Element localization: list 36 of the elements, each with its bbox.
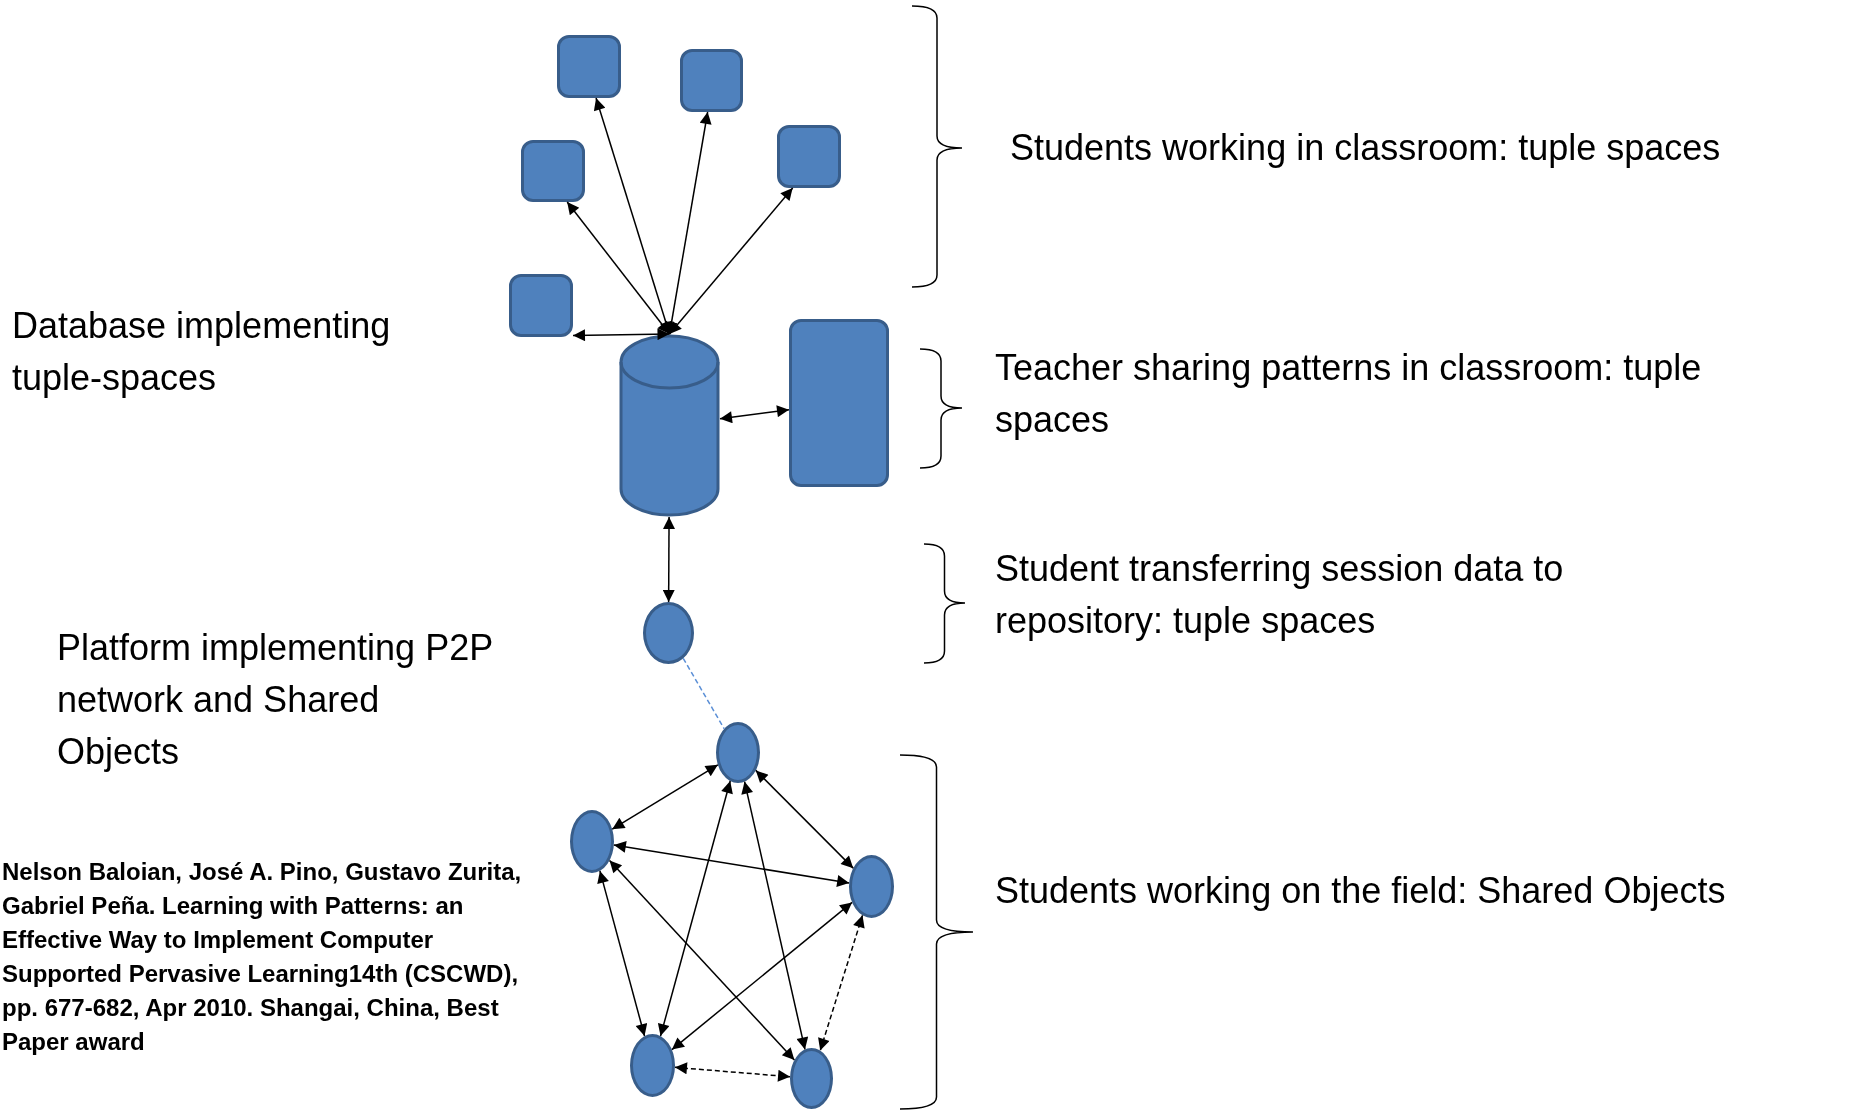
arrow <box>741 780 809 1051</box>
arrow <box>608 859 796 1061</box>
circle-node <box>790 1048 833 1109</box>
rounded-box <box>521 140 585 202</box>
arrow <box>597 870 648 1037</box>
arrow <box>611 764 719 830</box>
annotation-text: Student transferring session data to repository: tuple spaces <box>995 547 1565 643</box>
rounded-box <box>789 319 889 487</box>
rounded-box <box>680 49 743 112</box>
circle-node <box>630 1034 675 1097</box>
circle-node <box>643 602 694 664</box>
arrow <box>755 769 854 869</box>
rounded-box <box>557 35 621 98</box>
annotation-text: Students working on the field: Shared Objects <box>995 869 1727 913</box>
arrow <box>668 187 794 335</box>
annotation-text: Students working in classroom: tuple spaces <box>1010 126 1722 170</box>
arrow <box>665 111 712 335</box>
arrow <box>613 841 850 887</box>
arrow <box>671 901 853 1051</box>
circle-node <box>849 855 894 918</box>
arrow <box>674 1062 791 1082</box>
annotation-text: Platform implementing P2P network and Shared Objects <box>57 626 494 774</box>
rounded-box <box>509 274 573 337</box>
annotation-text: Database implementing tuple-spaces <box>12 304 392 400</box>
citation-text: Nelson Baloian, José A. Pino, Gustavo Zurita, Gabriel Peña. Learning with Patterns: an Effective Way to Implement Computer Supported Pervasive Learning14th (CSCWD), pp. 677-682, Apr 2010. Shangai, China, Best Paper award <box>2 857 523 1057</box>
circle-node <box>570 810 614 873</box>
arrow <box>657 780 733 1037</box>
arrow <box>662 516 675 603</box>
rounded-box <box>777 125 841 188</box>
arrow <box>566 201 671 335</box>
circle-node <box>716 722 760 783</box>
arrow <box>719 405 790 424</box>
database-cylinder <box>619 334 720 517</box>
annotation-text: Teacher sharing patterns in classroom: tuple spaces <box>995 346 1703 442</box>
arrow <box>818 914 865 1052</box>
arrow <box>572 328 671 342</box>
